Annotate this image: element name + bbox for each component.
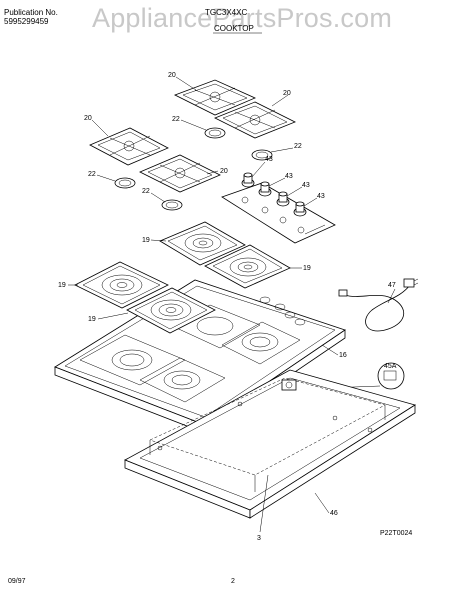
burner-ring [161, 199, 183, 211]
drip-pan [159, 221, 246, 266]
control-knob [276, 191, 290, 207]
callout-22: 22 [172, 116, 180, 123]
callout-22: 22 [294, 143, 302, 150]
control-knob [293, 201, 307, 217]
cooktop-box-frame [124, 369, 416, 519]
section-title: COOKTOP [214, 24, 254, 33]
burner-ring [114, 177, 136, 189]
burner-ring [204, 127, 226, 139]
drip-pan [74, 261, 169, 309]
callout-43: 43 [285, 173, 293, 180]
publication-number: 5995299459 [4, 17, 49, 26]
callout-20: 20 [220, 168, 228, 175]
callout-45A: 45A [384, 363, 397, 370]
watermark: AppliancePartsPros.com [92, 3, 393, 33]
callout-47: 47 [388, 282, 396, 289]
callout-20: 20 [283, 90, 291, 97]
drip-pan [126, 287, 216, 334]
control-knob [258, 181, 272, 197]
callout-20: 20 [168, 72, 176, 79]
control-panel [221, 182, 336, 244]
page-number: 2 [231, 578, 235, 585]
callout-43: 43 [265, 156, 273, 163]
callout-22: 22 [142, 188, 150, 195]
callout-3: 3 [257, 535, 261, 542]
grate-top-left [174, 79, 256, 116]
footer-date: 09/97 [8, 578, 26, 585]
callout-19: 19 [303, 265, 311, 272]
grate-left [89, 127, 169, 166]
power-cord [338, 278, 419, 332]
callout-19: 19 [88, 316, 96, 323]
callout-20: 20 [84, 115, 92, 122]
callout-16: 16 [339, 352, 347, 359]
diagram-code: P22T0024 [380, 530, 413, 537]
model-number: TGC3X4XC [205, 8, 248, 17]
callout-43: 43 [317, 193, 325, 200]
control-knob [241, 172, 255, 188]
publication-label: Publication No. [4, 8, 58, 17]
callout-22: 22 [88, 171, 96, 178]
burner-ring [251, 149, 273, 161]
leader-lines [68, 76, 396, 533]
callout-46: 46 [330, 510, 338, 517]
callout-19: 19 [58, 282, 66, 289]
callout-43: 43 [302, 182, 310, 189]
grate-top-right [214, 101, 296, 139]
callout-19: 19 [142, 237, 150, 244]
grate-front [139, 154, 221, 193]
